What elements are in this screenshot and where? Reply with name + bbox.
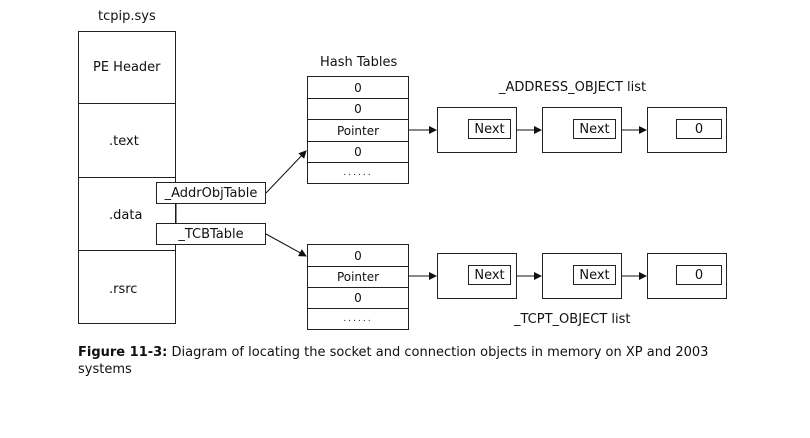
caption-text: Diagram of locating the socket and conne… [78,345,709,377]
next-pointer: Next [573,119,616,139]
figure-caption: Figure 11-3: Diagram of locating the soc… [78,344,718,378]
tcb-arrow [265,233,307,257]
null-pointer: 0 [676,119,722,139]
next-pointer: Next [468,119,511,139]
addr-obj-table-symbol: _AddrObjTable [156,182,266,204]
hash-cell: 0 [307,98,409,120]
null-pointer: 0 [676,265,722,285]
module-title: tcpip.sys [98,9,156,24]
addr-obj-arrow [265,150,307,194]
section-label: .rsrc [109,282,138,297]
section-label: PE Header [93,60,161,75]
section-text: .text [78,103,176,178]
hash-tables-title: Hash Tables [320,55,398,70]
next-pointer: Next [468,265,511,285]
hash-cell-ellipsis: ...... [307,308,409,330]
tcb-table-symbol: _TCBTable [156,223,266,245]
hash-cell-ellipsis: ...... [307,162,409,184]
address-list-title: _ADDRESS_OBJECT list [499,80,647,95]
section-label: .data [109,208,143,223]
section-label: .text [109,134,139,149]
next-pointer: Next [573,265,616,285]
tcpt-list-title: _TCPT_OBJECT list [514,312,631,327]
section-rsrc: .rsrc [78,250,176,324]
caption-label: Figure 11-3: [78,345,168,360]
